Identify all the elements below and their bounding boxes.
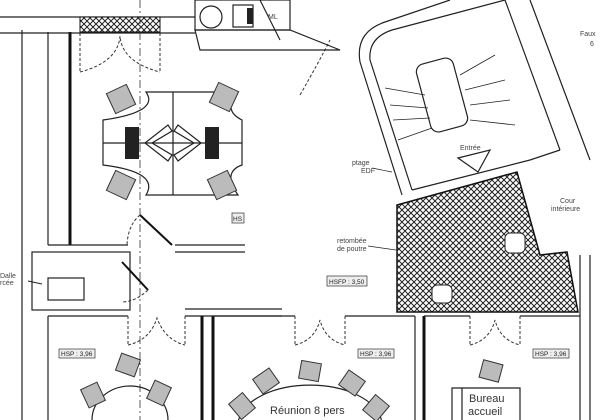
label-faux: Faux bbox=[580, 31, 596, 38]
chair bbox=[105, 169, 137, 201]
chairs-left bbox=[79, 352, 173, 409]
chair bbox=[105, 83, 137, 115]
entrance-arrow-icon bbox=[456, 149, 492, 173]
hatched-lintel bbox=[79, 16, 161, 33]
tag-hsp-right: HSP : 3,96 bbox=[535, 351, 567, 358]
chair bbox=[208, 81, 240, 113]
room-label-reception-2: accueil bbox=[468, 406, 502, 418]
label-cour-2: intérieure bbox=[551, 206, 580, 213]
tag-hsp-left: HSP : 3,96 bbox=[61, 351, 93, 358]
label-dalle-2: rcée bbox=[0, 280, 14, 287]
slab-opening bbox=[504, 232, 526, 254]
chair bbox=[478, 359, 504, 383]
technical-room bbox=[194, 0, 341, 51]
label-entree: Entrée bbox=[460, 145, 481, 152]
label-cour-1: Cour bbox=[560, 198, 576, 205]
label-ml: ML bbox=[268, 14, 278, 21]
label-faux-suffix: 6 bbox=[590, 41, 594, 48]
room-label-reception-1: Bureau bbox=[469, 393, 504, 405]
label-comptage-1: ptage bbox=[352, 160, 370, 167]
tag-hsp-middle: HSP : 3,96 bbox=[360, 351, 392, 358]
walls bbox=[0, 16, 591, 420]
label-retombee-2: de poutre bbox=[337, 246, 367, 253]
meeting-table-left bbox=[91, 385, 169, 420]
slab-opening bbox=[431, 284, 453, 304]
tag-hs-partial: HS bbox=[233, 216, 243, 223]
label-comptage-2: EDF bbox=[361, 168, 375, 175]
chair bbox=[206, 169, 238, 201]
reception-desk bbox=[451, 387, 521, 420]
label-retombee-1: retombée bbox=[337, 238, 367, 245]
workstation-cluster bbox=[102, 81, 243, 201]
tag-hsfp: HSFP : 3,50 bbox=[329, 279, 365, 286]
hatched-floor-area bbox=[396, 171, 579, 313]
staircase bbox=[358, 0, 591, 196]
chairs-middle bbox=[227, 359, 391, 420]
label-dalle-1: Dalle bbox=[0, 273, 16, 280]
floor-opening bbox=[47, 277, 85, 301]
doors bbox=[79, 33, 521, 346]
room-label-meeting: Réunion 8 pers bbox=[270, 405, 345, 417]
